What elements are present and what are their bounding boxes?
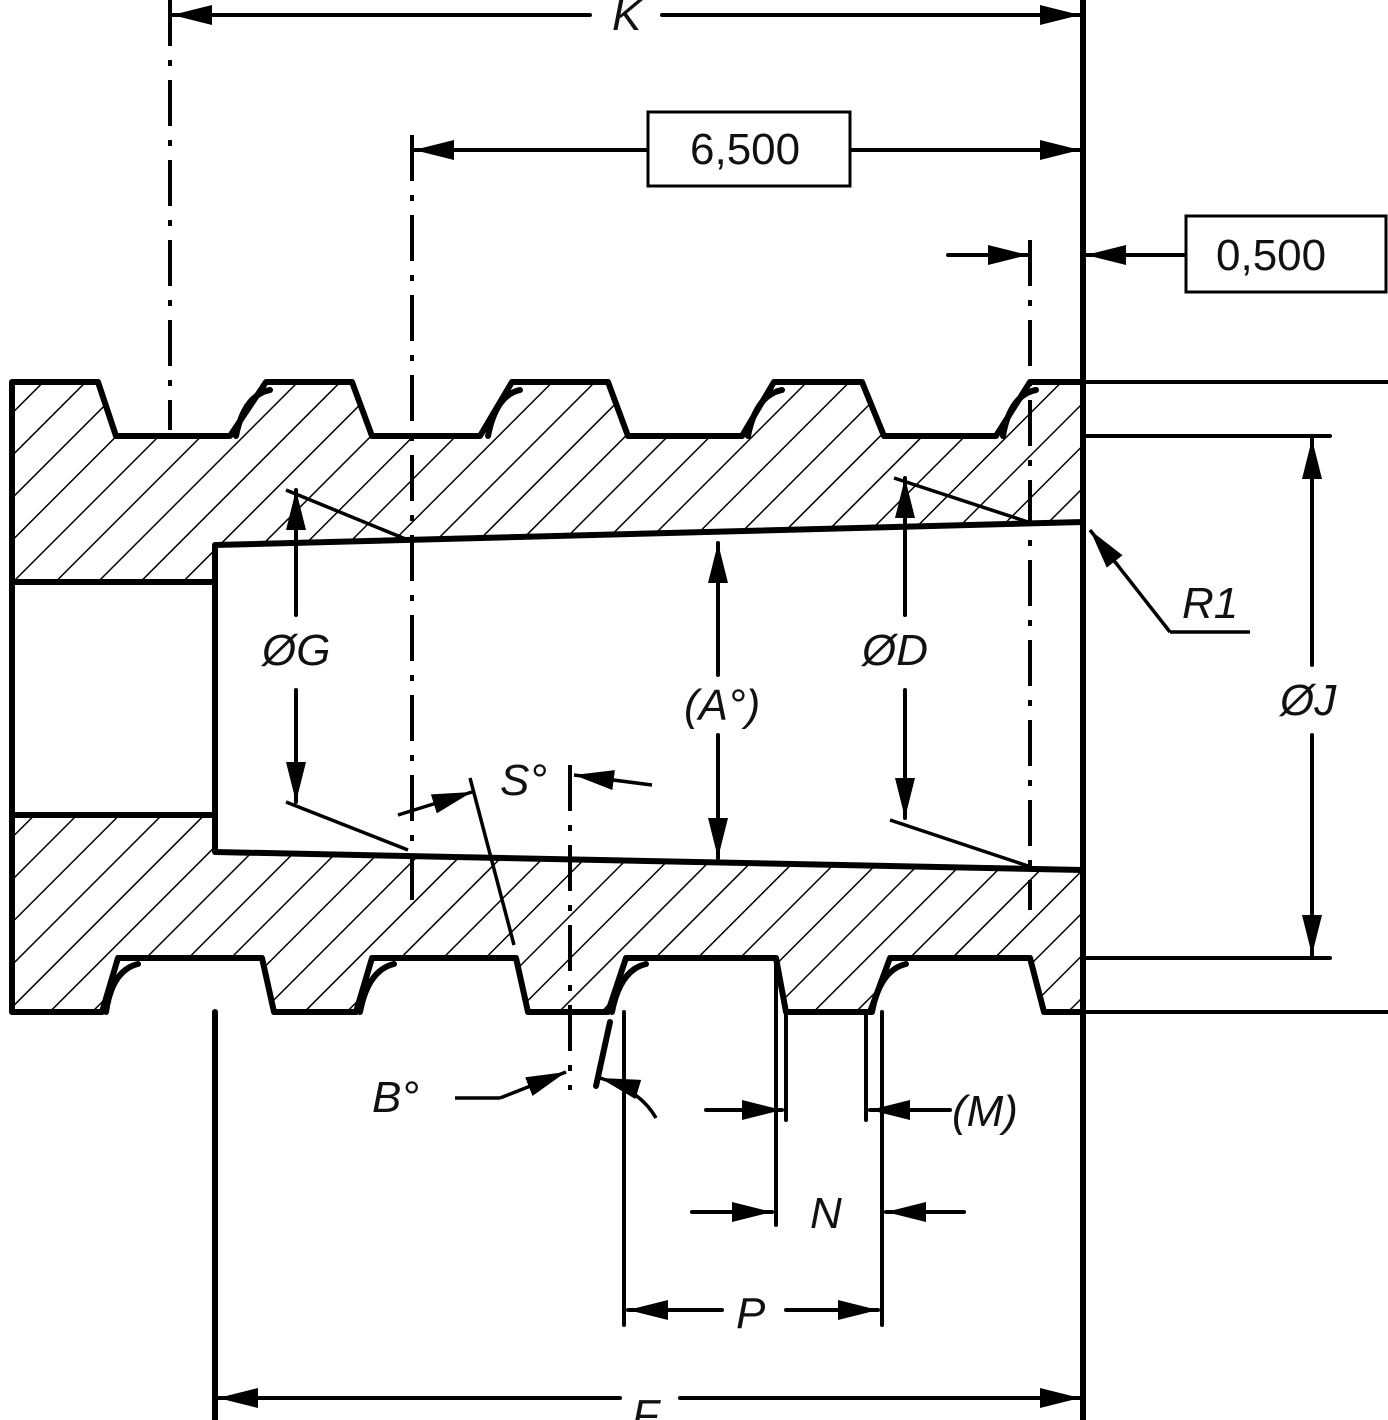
value-6500: 6,500 bbox=[690, 125, 800, 174]
upper-wall-section bbox=[9, 379, 1086, 585]
label-d: ØD bbox=[860, 626, 928, 675]
s-ext-line bbox=[468, 777, 516, 946]
label-r1: R1 bbox=[1182, 579, 1238, 628]
lower-wall-section bbox=[9, 812, 1086, 1015]
relief-curve bbox=[233, 387, 273, 439]
relief-curve bbox=[485, 387, 523, 439]
part-section bbox=[9, 379, 1086, 1015]
box-6500 bbox=[646, 110, 852, 188]
value-0500: 0,500 bbox=[1216, 231, 1326, 280]
label-p: P bbox=[736, 1289, 766, 1338]
r1-leader bbox=[1088, 528, 1172, 634]
relief-curve bbox=[103, 961, 141, 1015]
label-b: B° bbox=[372, 1073, 419, 1122]
label-m: (M) bbox=[952, 1087, 1018, 1136]
label-j: ØJ bbox=[1278, 676, 1337, 725]
d-leader-bottom bbox=[889, 818, 1029, 868]
b-leader bbox=[499, 1070, 567, 1100]
g-leader-bottom bbox=[285, 800, 409, 852]
label-s: S° bbox=[500, 756, 547, 805]
relief-curve bbox=[357, 961, 397, 1015]
relief-curve bbox=[745, 387, 785, 439]
relief-curve bbox=[869, 961, 909, 1015]
b-arc-leader bbox=[599, 1076, 658, 1119]
box-0500 bbox=[1184, 214, 1388, 294]
label-k: K bbox=[612, 0, 643, 40]
s-arrow bbox=[397, 790, 473, 817]
relief-curve bbox=[609, 961, 649, 1015]
label-a: (A°) bbox=[684, 681, 760, 730]
relief-curve bbox=[1000, 387, 1039, 439]
label-f: F bbox=[632, 1391, 661, 1420]
s-arrow-right bbox=[573, 770, 653, 791]
d-leader-top bbox=[893, 476, 1029, 524]
g-leader-top bbox=[285, 488, 409, 542]
label-n: N bbox=[810, 1189, 842, 1238]
b-angle-line bbox=[593, 1019, 613, 1089]
left-bore bbox=[9, 579, 218, 818]
label-g: ØG bbox=[260, 626, 330, 675]
